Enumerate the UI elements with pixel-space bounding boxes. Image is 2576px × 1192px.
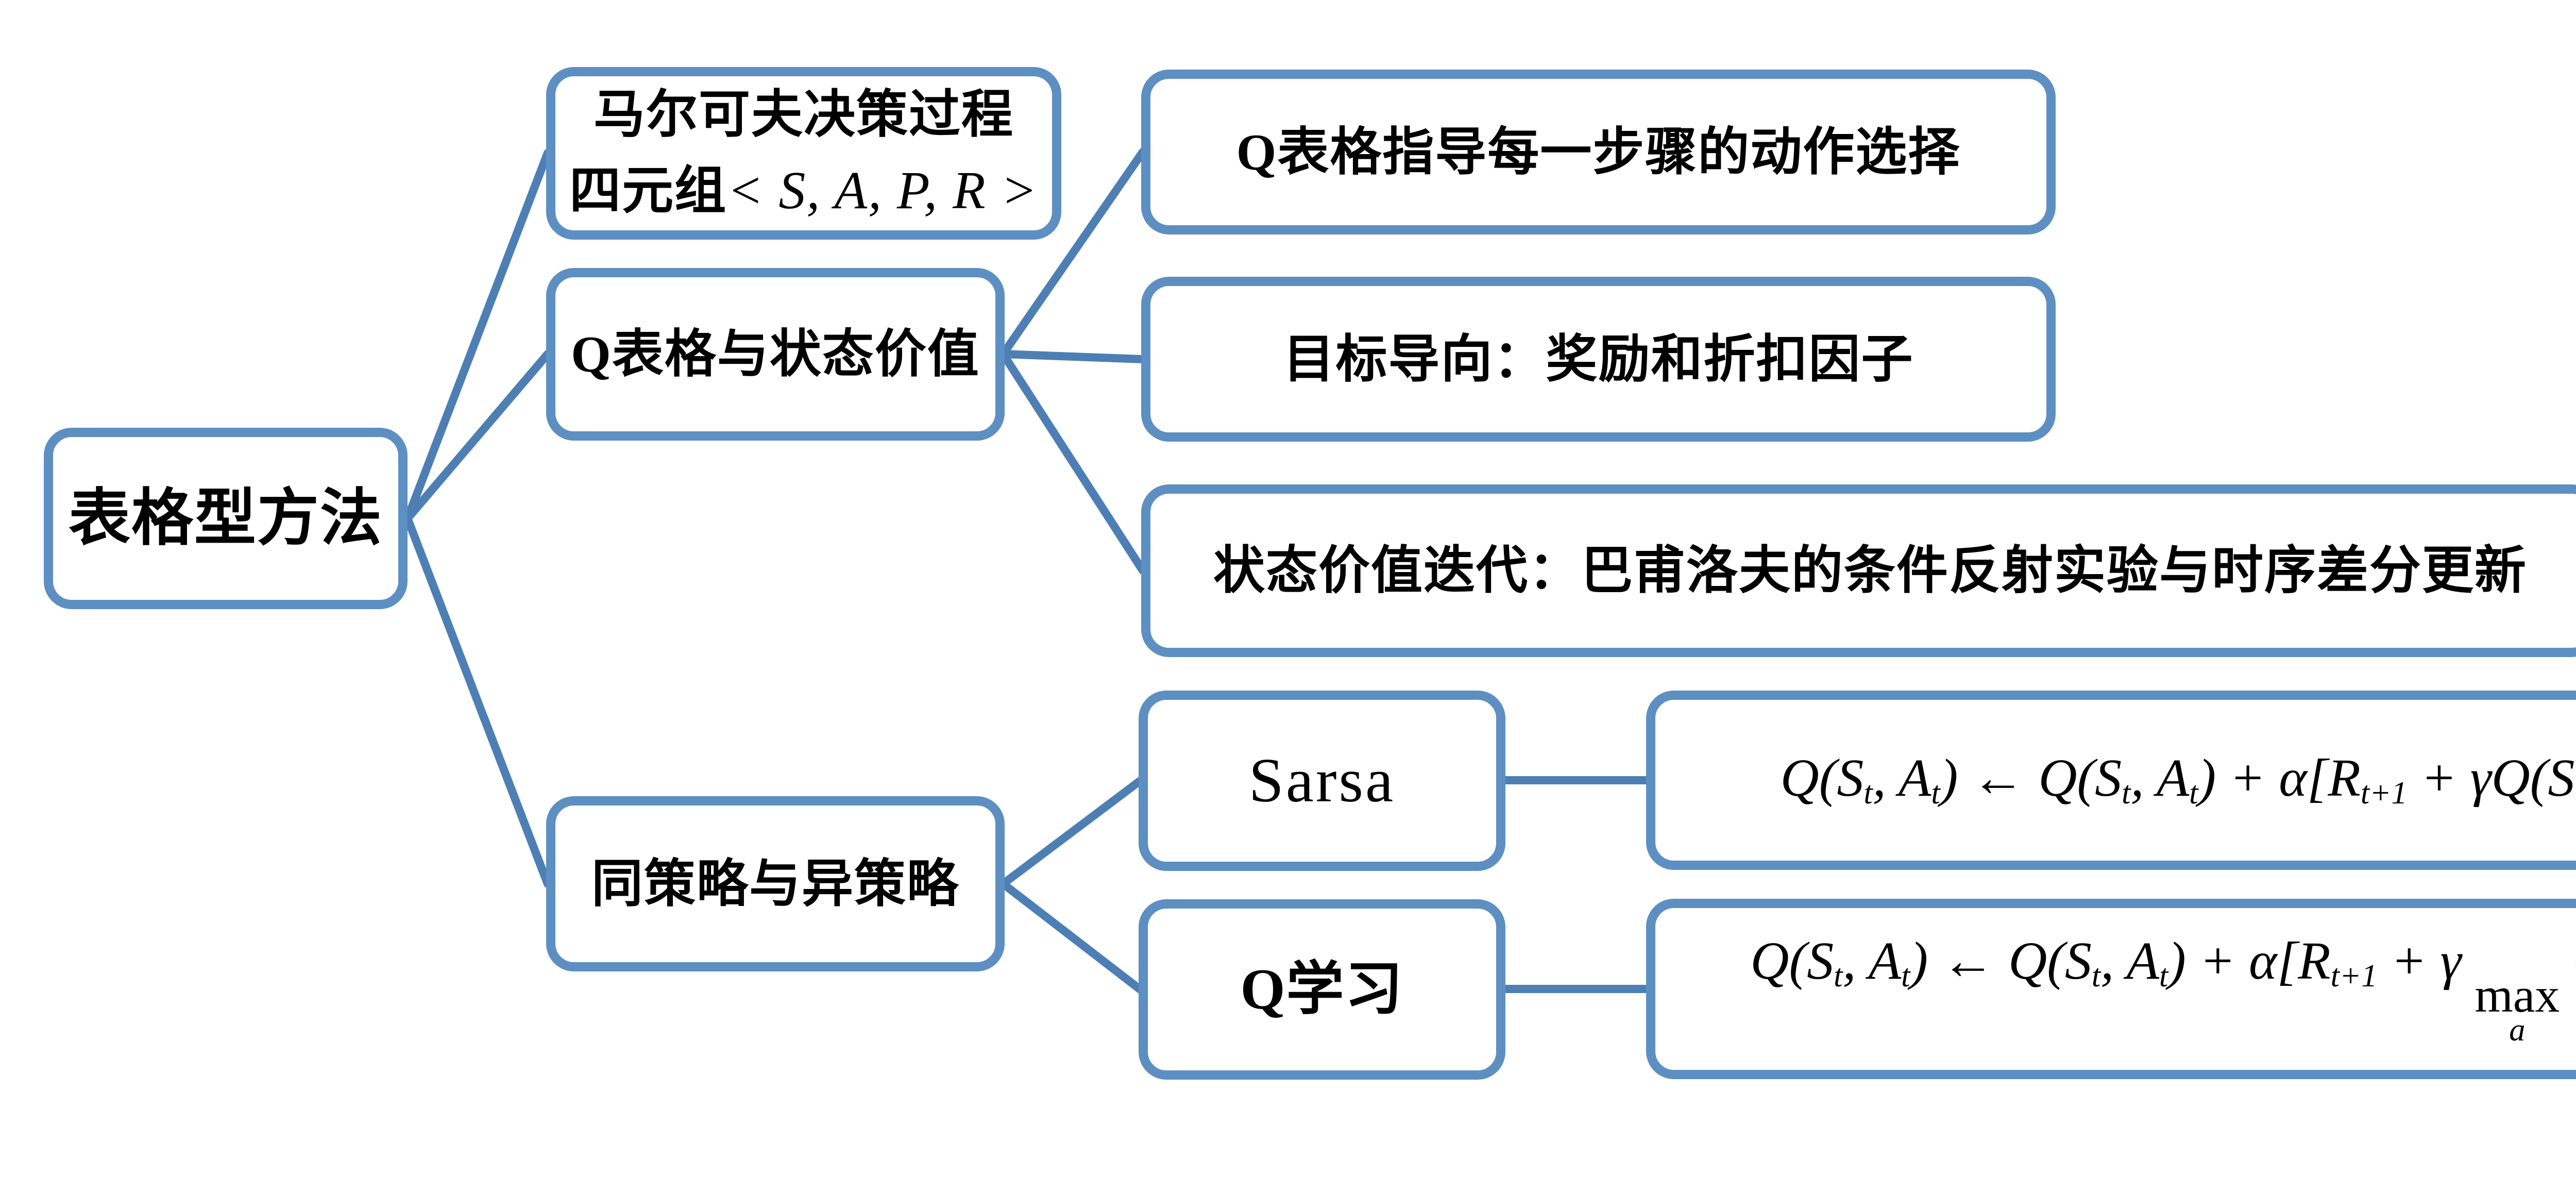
node-qtable-child-2: 目标导向：奖励和折扣因子 (1141, 277, 2056, 442)
node-root: 表格型方法 (44, 428, 408, 609)
node-qtable-child-1: Q表格指导每一步骤的动作选择 (1141, 70, 2056, 234)
edge-qtable-child2 (999, 350, 1147, 363)
mdp-tuple-math: < S, A, P, R > (727, 160, 1038, 220)
node-sarsa: Sarsa (1139, 691, 1505, 871)
edge-policy-qlearning (999, 880, 1144, 994)
node-sarsa-label: Sarsa (1248, 745, 1396, 815)
edge-qtable-child3 (999, 350, 1147, 575)
node-qlearning-label: Q学习 (1240, 957, 1404, 1021)
node-qtable-label: Q表格与状态价值 (571, 326, 980, 383)
edge-root-policy (403, 514, 552, 888)
node-qtable-child-2-label: 目标导向：奖励和折扣因子 (1283, 330, 1914, 388)
node-policy: 同策略与异策略 (546, 796, 1005, 971)
node-qtable: Q表格与状态价值 (546, 268, 1005, 441)
edge-qtable-child1 (999, 148, 1147, 358)
node-mdp-label: 马尔可夫决策过程四元组< S, A, P, R > (569, 77, 1039, 230)
node-policy-label: 同策略与异策略 (591, 855, 959, 913)
edge-root-qtable (403, 350, 552, 523)
sarsa-update-formula: Q(St, At) ← Q(St, At) + α[Rt+1 + γQ(St+1… (1780, 748, 2576, 811)
node-sarsa-formula: Q(St, At) ← Q(St, At) + α[Rt+1 + γQ(St+1… (1646, 691, 2576, 870)
edge-root-mdp (403, 149, 552, 523)
node-root-label: 表格型方法 (69, 484, 383, 552)
node-mdp-label-text: 马尔可夫决策过程四元组 (569, 86, 1014, 220)
node-qtable-child-3: 状态价值迭代：巴甫洛夫的条件反射实验与时序差分更新 (1141, 484, 2576, 657)
node-qlearning: Q学习 (1139, 899, 1505, 1080)
edge-policy-sarsa (999, 777, 1144, 888)
node-mdp: 马尔可夫决策过程四元组< S, A, P, R > (546, 67, 1061, 240)
node-qtable-child-3-label: 状态价值迭代：巴甫洛夫的条件反射实验与时序差分更新 (1213, 542, 2527, 599)
node-qtable-child-1-label: Q表格指导每一步骤的动作选择 (1236, 123, 1961, 181)
